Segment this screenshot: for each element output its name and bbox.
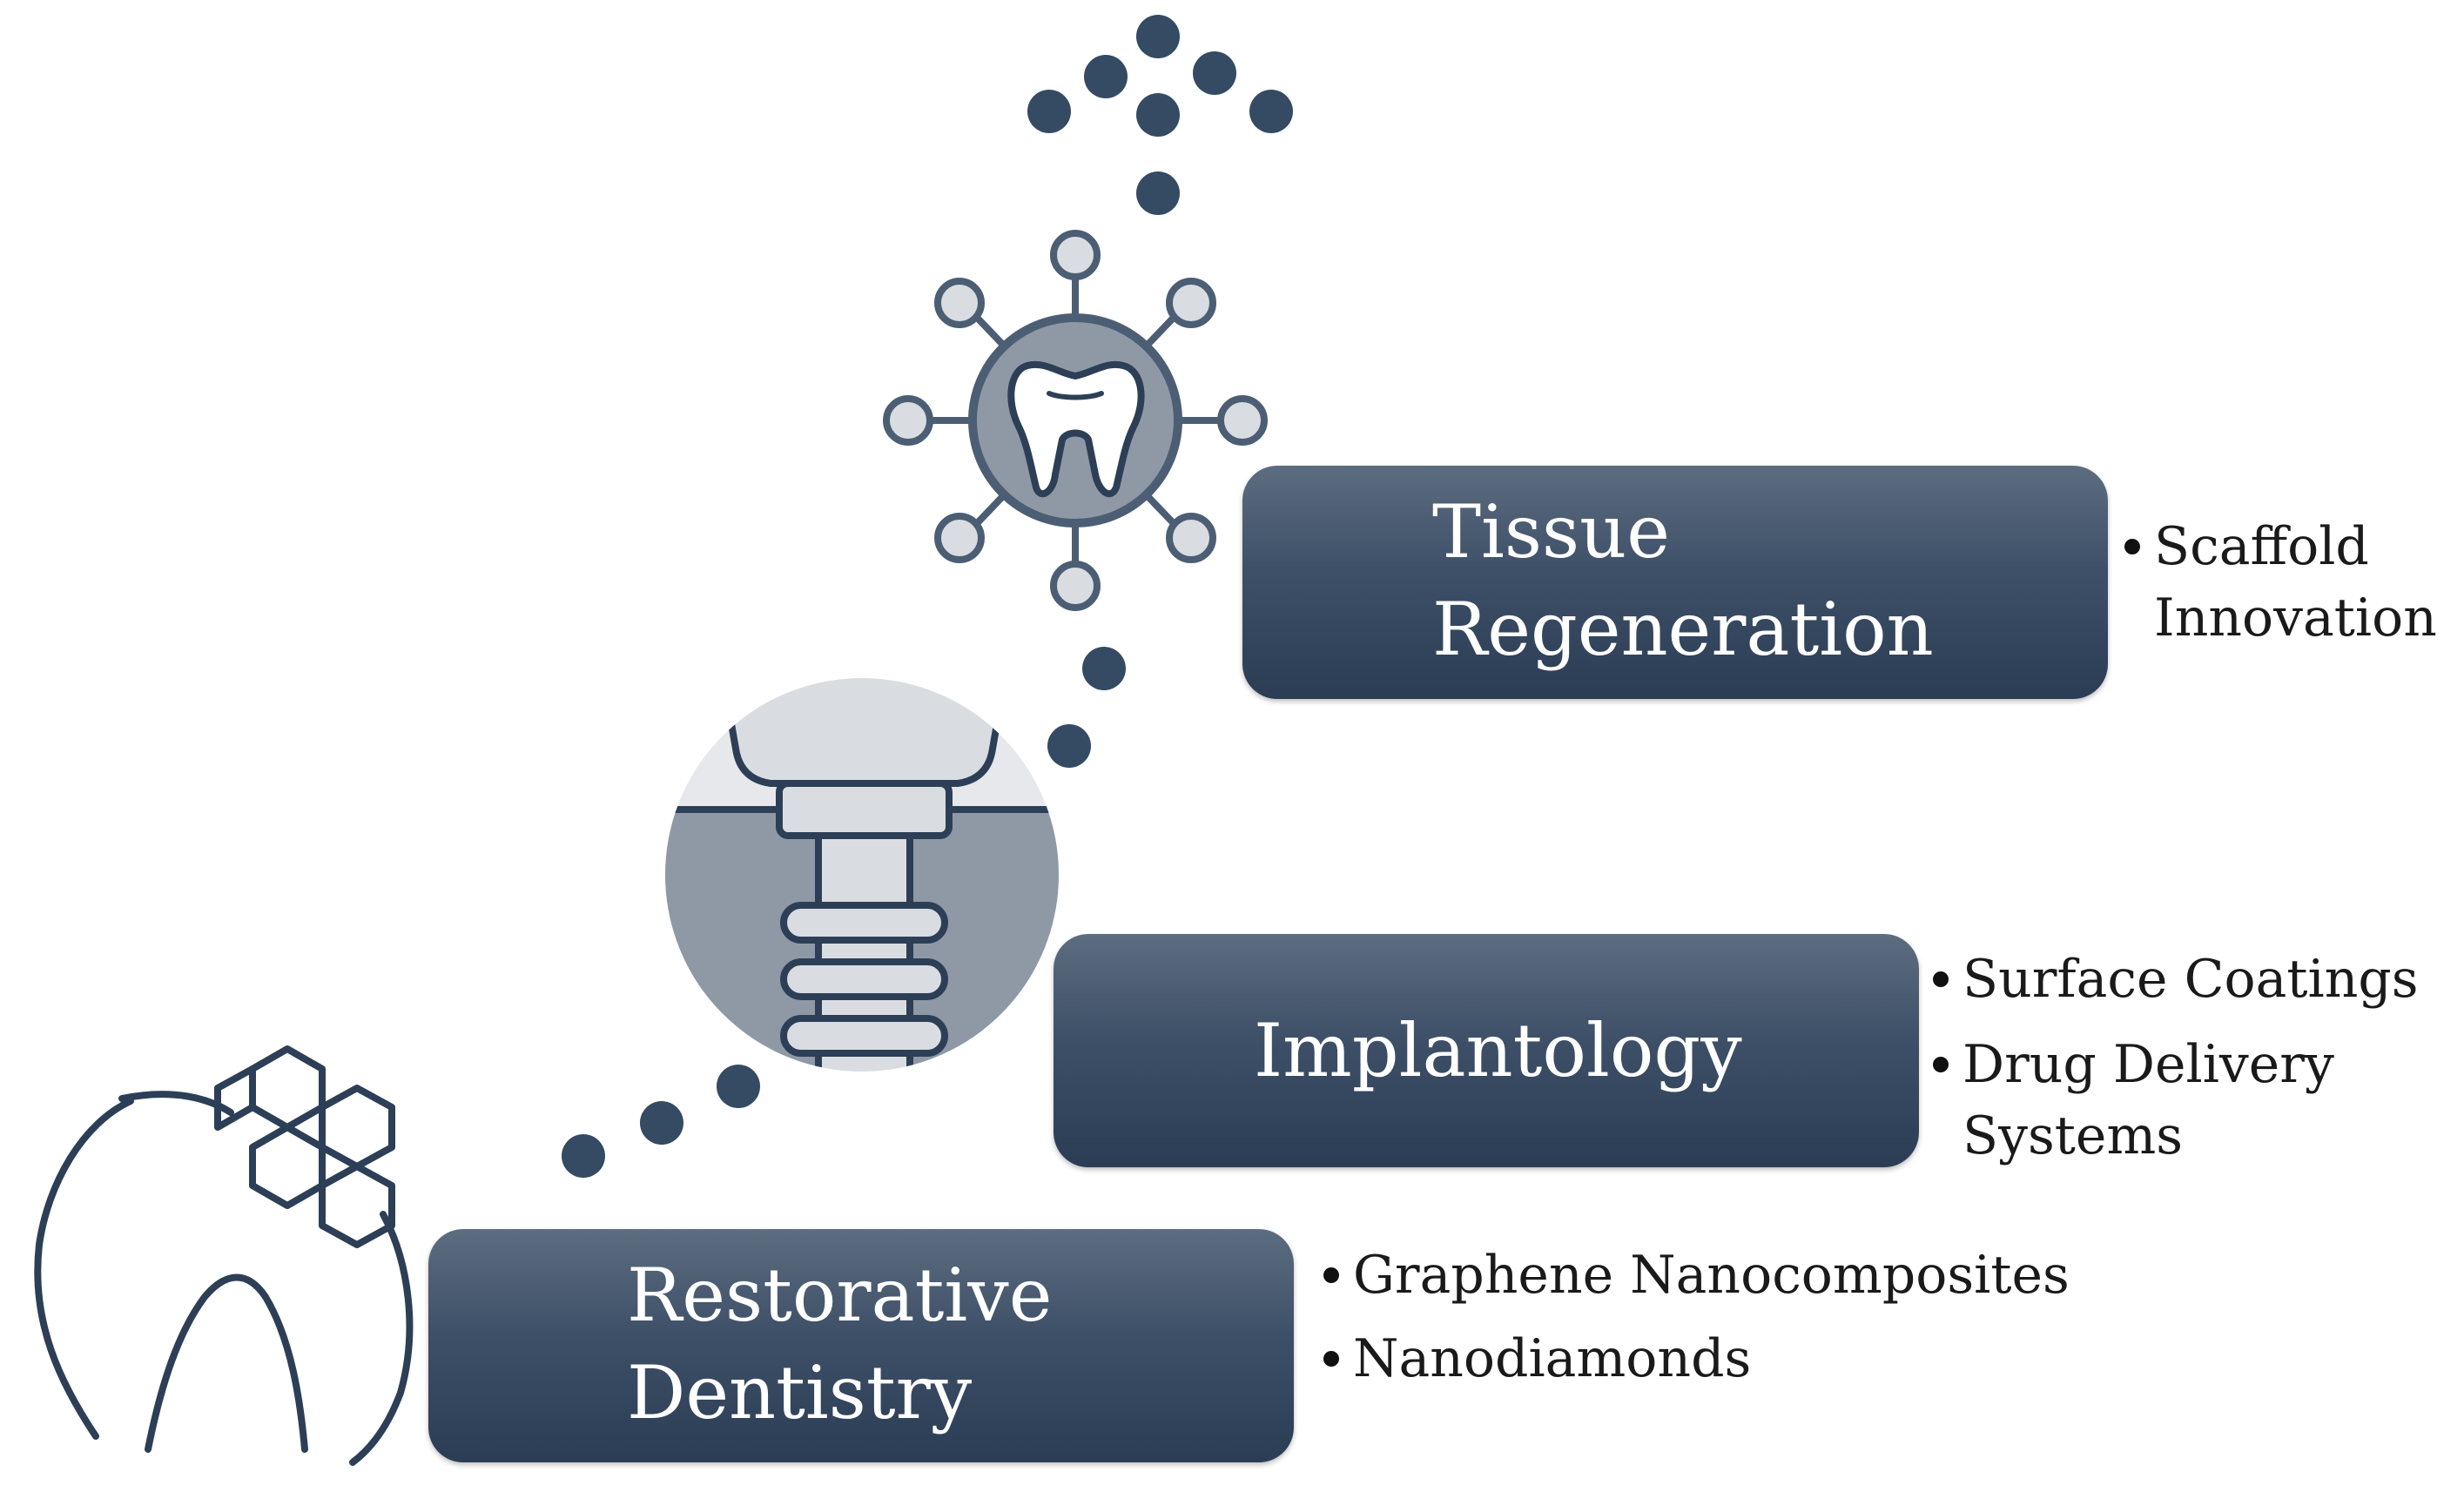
bullet-list-implantology: Surface Coatings Drug Delivery Systems [1933,944,2419,1172]
path-dot [1082,647,1126,690]
bullet-list-restorative: Graphene Nanocomposites Nanodiamonds [1323,1240,2070,1394]
path-dot [562,1134,605,1178]
bullet-item: Graphene Nanocomposites [1323,1240,2070,1311]
stage-box-restorative: Restorative Dentistry [428,1229,1294,1462]
bullet-item: Nanodiamonds [1323,1323,2070,1394]
stage-box-tissue: Tissue Regeneration [1242,466,2108,699]
path-dot [1047,724,1091,768]
bullet-item: Scaffold Innovation [2124,511,2437,654]
bullet-item: Surface Coatings [1933,944,2419,1015]
arrow-dots-up [1027,15,1293,215]
stage-label-tissue: Tissue Regeneration [1432,489,1934,672]
stage-label-implantology: Implantology [1254,1008,1742,1093]
stage-box-implantology: Implantology [1054,934,1919,1167]
stage-label-restorative: Restorative Dentistry [627,1253,1053,1435]
bullet-list-tissue: Scaffold Innovation [2124,511,2437,654]
path-dot [640,1101,683,1145]
path-dot [717,1065,760,1108]
bullet-item: Drug Delivery Systems [1933,1029,2419,1172]
